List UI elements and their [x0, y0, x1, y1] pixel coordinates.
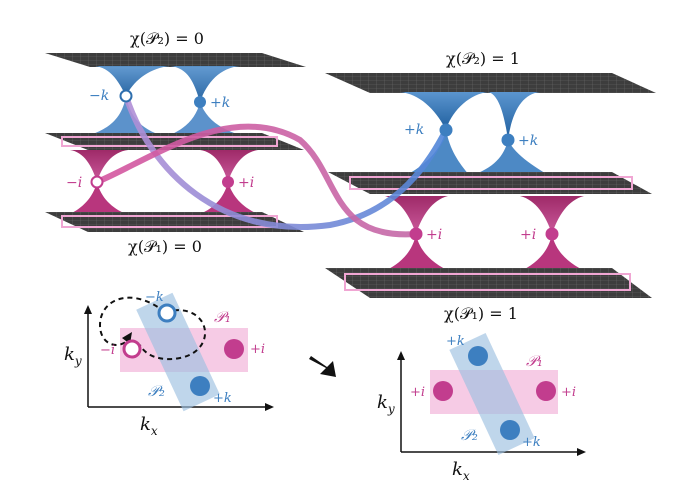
- inset-left-minus-i-node: [122, 339, 142, 359]
- left-exchange-dashed-arrow: [98, 296, 166, 346]
- label-left-minus-i: −i: [66, 175, 82, 191]
- left-momentum-inset: −k −i +i +k 𝒫₁ 𝒫₂ ky kx: [64, 290, 274, 438]
- inset-left-kx-label: kx: [140, 414, 158, 438]
- node-left-minus-k: [119, 89, 133, 103]
- transition-arrow: [309, 356, 336, 377]
- inset-right-plus-k-bottom-node: [500, 420, 520, 440]
- inset-right-kx-label: kx: [452, 459, 470, 483]
- blue-transfer-path: [123, 93, 449, 230]
- inset-right-plus-k-bottom-label: +k: [522, 435, 541, 450]
- left-lower-cone-2: [200, 150, 258, 182]
- left-upper-cone-1-lower: [90, 96, 160, 135]
- left-exchange-dashed-arrow-2: [139, 309, 207, 361]
- inset-left-minus-k-node: [157, 303, 177, 323]
- node-right-plus-k-b: [501, 133, 515, 147]
- label-right-plus-i-a: +i: [426, 227, 442, 243]
- inset-left-plus-i-label: +i: [250, 342, 265, 357]
- label-right-plus-k-b: +k: [518, 133, 538, 149]
- inset-left-ky-label: ky: [64, 344, 82, 368]
- magenta-transfer-path: [94, 123, 419, 238]
- right-top-sheet: [325, 73, 656, 93]
- left-lower-cone-1: [70, 150, 128, 182]
- left-lower-cone-1-lower: [70, 182, 126, 214]
- label-right-plus-i-b: +i: [520, 227, 536, 243]
- inset-right-plus-i-left-label: +i: [410, 385, 425, 400]
- left-ky-arrowhead: [84, 305, 92, 314]
- inset-left-plus-k-label: +k: [213, 391, 232, 406]
- right-middle-sheet: [328, 172, 652, 194]
- chi-right-bottom: χ(𝒫₁) = 1: [444, 304, 518, 323]
- inset-right-plus-i-left-node: [433, 381, 453, 401]
- right-kx-arrowhead: [577, 448, 586, 456]
- inset-left-minus-k-label: −k: [145, 290, 164, 305]
- right-lower-cone-2: [520, 196, 584, 234]
- chi-left-top: χ(𝒫₂) = 0: [130, 29, 204, 48]
- right-bottom-sheet: [325, 268, 652, 298]
- inset-left-minus-i-label: −i: [100, 343, 115, 358]
- label-right-plus-k-a: +k: [404, 122, 424, 138]
- node-left-minus-i: [90, 175, 104, 189]
- label-left-minus-k: −k: [89, 88, 109, 104]
- right-middle-sheet-outline: [349, 176, 633, 190]
- left-upper-cone-2-lower: [170, 102, 240, 135]
- inset-right-P1-label: 𝒫₁: [526, 352, 543, 370]
- inset-right-plus-i-right-label: +i: [561, 385, 576, 400]
- chi-right-top: χ(𝒫₂) = 1: [446, 49, 520, 68]
- node-left-plus-i: [222, 176, 234, 188]
- inset-left-plus-k-node: [190, 376, 210, 396]
- node-right-plus-i-a: [409, 227, 423, 241]
- node-right-plus-i-b: [545, 227, 559, 241]
- node-left-plus-k: [194, 96, 206, 108]
- inset-right-P2-label: 𝒫₂: [461, 426, 478, 444]
- right-upper-cone-2: [488, 92, 540, 140]
- right-lower-cone-1: [385, 196, 448, 234]
- inset-right-plus-k-top-node: [468, 346, 488, 366]
- left-kx-arrowhead: [265, 403, 274, 411]
- inset-left-P2-label: 𝒫₂: [148, 382, 165, 400]
- left-upper-cone-2: [170, 66, 240, 102]
- right-bottom-sheet-outline: [344, 273, 631, 291]
- node-right-plus-k-a: [439, 123, 453, 137]
- inset-right-plus-k-top-label: +k: [446, 334, 465, 349]
- inset-left-plus-i-node: [224, 339, 244, 359]
- left-top-sheet: [45, 53, 306, 67]
- inset-right-plus-i-right-node: [536, 381, 556, 401]
- right-upper-cone-lower: [392, 130, 560, 182]
- inset-left-P1-label: 𝒫₁: [214, 308, 231, 326]
- left-upper-cone-1: [95, 66, 170, 96]
- right-ky-arrowhead: [397, 351, 405, 360]
- inset-right-ky-label: ky: [377, 392, 395, 416]
- right-lower-cone-2-lower: [514, 234, 592, 274]
- right-momentum-inset: +k +k +i +i 𝒫₁ 𝒫₂ ky kx: [377, 332, 586, 483]
- label-left-plus-i: +i: [238, 175, 254, 191]
- right-upper-cone-1: [400, 92, 488, 130]
- left-bottom-sheet-outline: [61, 215, 278, 228]
- chi-left-bottom: χ(𝒫₁) = 0: [128, 237, 202, 256]
- label-left-plus-k: +k: [210, 95, 230, 111]
- right-lower-cone-1-lower: [378, 234, 456, 274]
- right-band-stack: [325, 73, 656, 298]
